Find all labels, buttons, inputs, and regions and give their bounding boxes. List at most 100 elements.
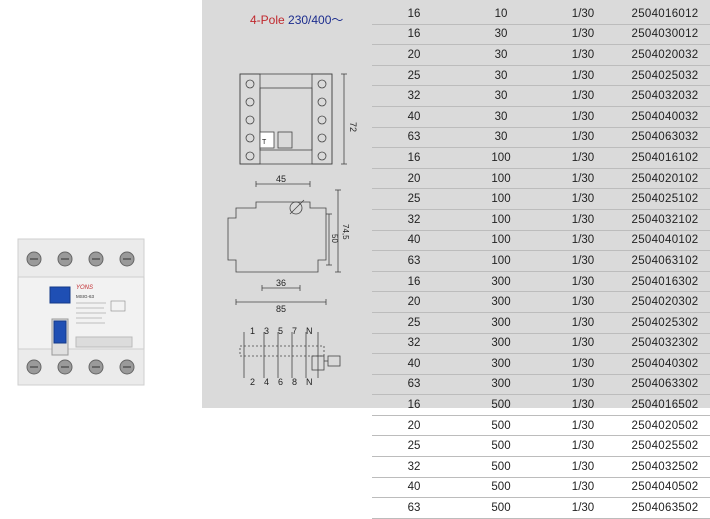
rated-current-cell: 20 — [372, 44, 456, 66]
sensitivity-cell: 100 — [456, 250, 546, 272]
wiring-schematic — [239, 332, 341, 378]
rated-current-cell: 25 — [372, 188, 456, 210]
article-number-cell: 2504020302 — [620, 291, 710, 313]
article-number-cell: 2504032032 — [620, 85, 710, 107]
rated-current-cell: 32 — [372, 209, 456, 231]
sensitivity-cell: 10 — [456, 4, 546, 25]
trip-time-cell: 1/30 — [546, 188, 620, 210]
rated-current-cell: 20 — [372, 415, 456, 437]
rated-current-cell: 32 — [372, 85, 456, 107]
sensitivity-cell: 500 — [456, 456, 546, 478]
article-number-cell: 2504032102 — [620, 209, 710, 231]
trip-time-cell: 1/30 — [546, 106, 620, 128]
rated-current-cell: 16 — [372, 24, 456, 46]
article-number-cell: 2504030012 — [620, 24, 710, 46]
article-number-cell: 2504020032 — [620, 44, 710, 66]
sensitivity-cell: 500 — [456, 477, 546, 499]
trip-time-cell: 1/30 — [546, 374, 620, 396]
sensitivity-cell: 30 — [456, 85, 546, 107]
rated-current-cell: 40 — [372, 353, 456, 375]
sensitivity-cell: 100 — [456, 230, 546, 252]
article-number-cell: 2504040032 — [620, 106, 710, 128]
trip-time-cell: 1/30 — [546, 291, 620, 313]
trip-time-cell: 1/30 — [546, 85, 620, 107]
rated-current-cell: 40 — [372, 477, 456, 499]
trip-time-cell: 1/30 — [546, 353, 620, 375]
trip-time-cell: 1/30 — [546, 250, 620, 272]
trip-time-cell: 1/30 — [546, 456, 620, 478]
trip-time-cell: 1/30 — [546, 333, 620, 355]
side-height-inner-label: 50 — [330, 234, 339, 243]
trip-time-cell: 1/30 — [546, 415, 620, 437]
trip-time-cell: 1/30 — [546, 4, 620, 25]
rated-current-cell: 16 — [372, 147, 456, 169]
sensitivity-cell: 30 — [456, 127, 546, 149]
trip-time-cell: 1/30 — [546, 312, 620, 334]
trip-time-cell: 1/30 — [546, 24, 620, 46]
trip-time-cell: 1/30 — [546, 209, 620, 231]
trip-time-cell: 1/30 — [546, 230, 620, 252]
sensitivity-cell: 100 — [456, 188, 546, 210]
rated-current-cell: 63 — [372, 127, 456, 149]
article-number-cell: 2504016012 — [620, 4, 710, 25]
rated-current-cell: 25 — [372, 435, 456, 458]
voltage-rating: 230/400～ — [288, 13, 344, 27]
terminal-bottom-8: 8 — [292, 377, 297, 387]
trip-time-cell: 1/30 — [546, 147, 620, 169]
article-number-cell: 2504025502 — [620, 435, 710, 458]
terminal-top-n: N — [306, 326, 313, 336]
rated-current-cell: 25 — [372, 65, 456, 87]
pole-heading: 4-Pole 230/400～ — [250, 11, 343, 28]
article-number-cell: 2504040302 — [620, 353, 710, 375]
rated-current-cell: 16 — [372, 4, 456, 25]
rated-current-cell: 63 — [372, 250, 456, 272]
rated-current-cell: 32 — [372, 456, 456, 478]
sensitivity-cell: 300 — [456, 374, 546, 396]
article-number-cell: 2504025102 — [620, 188, 710, 210]
sensitivity-cell: 300 — [456, 291, 546, 313]
article-number-cell: 2504032502 — [620, 456, 710, 478]
sensitivity-cell: 300 — [456, 312, 546, 334]
terminal-top-3: 3 — [264, 326, 269, 336]
article-number-cell: 2504063502 — [620, 497, 710, 519]
dimension-drawings: T 72 45 50 74,5 36 85 1 3 5 7 — [227, 73, 358, 387]
pole-count: 4-Pole — [250, 13, 285, 27]
article-number-cell: 2504063102 — [620, 250, 710, 272]
article-number-cell: 2504020502 — [620, 415, 710, 437]
trip-time-cell: 1/30 — [546, 435, 620, 458]
terminal-bottom-6: 6 — [278, 377, 283, 387]
sensitivity-cell: 30 — [456, 106, 546, 128]
product-photo-panel: YONS MSIG-63 — [0, 0, 202, 408]
rated-current-cell: 16 — [372, 394, 456, 416]
terminal-bottom-2: 2 — [250, 377, 255, 387]
terminal-top-1: 1 — [250, 326, 255, 336]
trip-time-cell: 1/30 — [546, 65, 620, 87]
trip-time-cell: 1/30 — [546, 271, 620, 293]
trip-time-cell: 1/30 — [546, 168, 620, 190]
sensitivity-cell: 300 — [456, 353, 546, 375]
rated-current-cell: 32 — [372, 333, 456, 355]
rated-current-cell: 20 — [372, 168, 456, 190]
terminal-bottom-4: 4 — [264, 377, 269, 387]
trip-time-cell: 1/30 — [546, 497, 620, 519]
sensitivity-cell: 500 — [456, 435, 546, 458]
rated-current-cell: 20 — [372, 291, 456, 313]
article-number-cell: 2504040502 — [620, 477, 710, 499]
